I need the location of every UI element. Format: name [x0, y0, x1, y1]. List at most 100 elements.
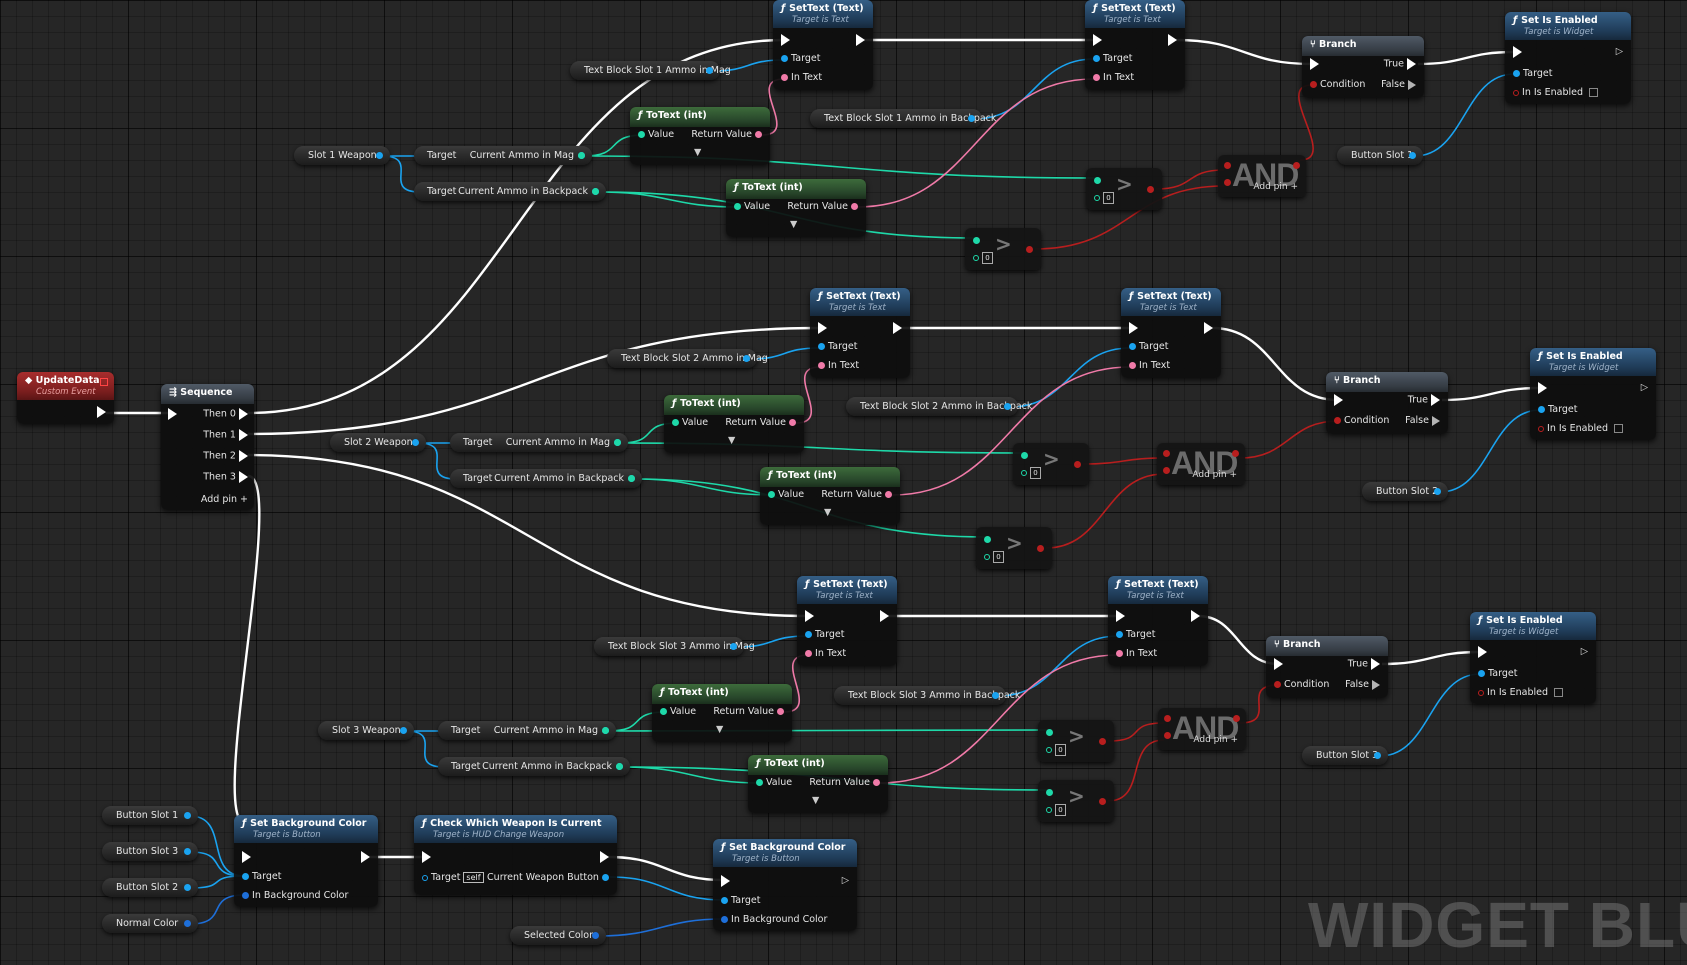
getter-selected-color[interactable]: Selected Color	[510, 926, 606, 945]
settext-exec-out[interactable]	[1191, 610, 1200, 623]
totext-return-pin[interactable]: Return Value	[691, 129, 762, 141]
setenabled-exec-out[interactable]: ▷	[1640, 382, 1648, 393]
setenabled-enabled-pin[interactable]: In Is Enabled	[1478, 687, 1564, 699]
enabled-checkbox[interactable]	[1614, 424, 1624, 433]
settext-exec-in[interactable]	[818, 322, 827, 335]
sequence-then-0[interactable]: Then 0	[203, 408, 248, 421]
setenabled-target-pin[interactable]: Target	[1513, 68, 1552, 80]
getter-normal-color[interactable]: Normal Color	[102, 914, 198, 933]
settext-target-pin[interactable]: Target	[781, 53, 820, 65]
branch-false-pin[interactable]: False	[1345, 679, 1380, 691]
setbg-exec-in[interactable]	[242, 851, 251, 864]
setbg-exec-out[interactable]	[361, 851, 370, 864]
setenabled-enabled-pin[interactable]: In Is Enabled	[1538, 423, 1624, 435]
getter-tb2-mag[interactable]: Text Block Slot 2 Ammo in Mag	[607, 349, 768, 368]
settext-exec-out[interactable]	[1168, 34, 1177, 47]
settext-target-pin[interactable]: Target	[805, 629, 844, 641]
totext-expand-icon[interactable]: ▼	[716, 724, 724, 735]
totext-value-pin[interactable]: Value	[672, 417, 708, 429]
sequence-exec-in[interactable]	[168, 408, 177, 421]
branch-exec-in[interactable]	[1274, 658, 1283, 671]
branch-true-pin[interactable]: True	[1348, 658, 1380, 671]
settext-exec-out[interactable]	[1204, 322, 1213, 335]
setenabled-exec-out[interactable]: ▷	[1580, 646, 1588, 657]
totext-expand-icon[interactable]: ▼	[728, 435, 736, 446]
check-out-pin[interactable]: Current Weapon Button	[487, 872, 609, 884]
setenabled-exec-in[interactable]	[1538, 382, 1547, 395]
settext-exec-in[interactable]	[1116, 610, 1125, 623]
sequence-node[interactable]: ⇶ Sequence Then 0 Then 1 Then 2 Then 3 A…	[161, 384, 254, 510]
settext-exec-in[interactable]	[1129, 322, 1138, 335]
totext-value-pin[interactable]: Value	[734, 201, 770, 213]
branch-node-slot1[interactable]: ⑂ Branch True Condition False	[1302, 36, 1424, 98]
settext-exec-out[interactable]	[893, 322, 902, 335]
totext-value-pin[interactable]: Value	[638, 129, 674, 141]
settext-intext-pin[interactable]: In Text	[1116, 648, 1157, 660]
settext-target-pin[interactable]: Target	[818, 341, 857, 353]
branch-false-pin[interactable]: False	[1381, 79, 1416, 91]
greater-compare-node-slot2-mag[interactable]: 0 >	[1013, 443, 1089, 485]
sequence-then-2[interactable]: Then 2	[203, 450, 248, 463]
and-node-slot1[interactable]: AND Add pin +	[1218, 155, 1306, 197]
greater-compare-node-slot1-mag[interactable]: 0 >	[1086, 168, 1162, 210]
branch-true-pin[interactable]: True	[1408, 394, 1440, 407]
settext-exec-in[interactable]	[1093, 34, 1102, 47]
settext-target-pin[interactable]: Target	[1093, 53, 1132, 65]
setenabled-exec-out[interactable]: ▷	[1615, 46, 1623, 57]
getter-button-slot1[interactable]: Button Slot 1	[1337, 146, 1423, 165]
totext-return-pin[interactable]: Return Value	[787, 201, 858, 213]
greater-compare-node-slot1-backpack[interactable]: 0 >	[965, 228, 1041, 270]
branch-exec-in[interactable]	[1310, 58, 1319, 71]
check-exec-out[interactable]	[600, 851, 609, 864]
settext-intext-pin[interactable]: In Text	[781, 72, 822, 84]
and-node-slot3[interactable]: AND Add pin +	[1158, 708, 1246, 750]
getter-tb3-mag[interactable]: Text Block Slot 3 Ammo in Mag	[594, 637, 755, 656]
sequence-then-1[interactable]: Then 1	[203, 429, 248, 442]
sequence-then-3[interactable]: Then 3	[203, 471, 248, 484]
getter-button-slot3[interactable]: Button Slot 3	[1302, 746, 1388, 765]
getter-bottom-button-slot1[interactable]: Button Slot 1	[102, 806, 198, 825]
setbg-color-pin[interactable]: In Background Color	[242, 890, 348, 902]
settext-exec-out[interactable]	[856, 34, 865, 47]
enabled-checkbox[interactable]	[1589, 88, 1599, 97]
totext-value-pin[interactable]: Value	[660, 706, 696, 718]
enabled-checkbox[interactable]	[1554, 688, 1564, 697]
branch-false-pin[interactable]: False	[1405, 415, 1440, 427]
totext-expand-icon[interactable]: ▼	[790, 219, 798, 230]
greater-compare-node-slot3-backpack[interactable]: 0 >	[1038, 780, 1114, 822]
greater-compare-node-slot3-mag[interactable]: 0 >	[1038, 720, 1114, 762]
setbg-target-pin[interactable]: Target	[242, 871, 281, 883]
totext-value-pin[interactable]: Value	[768, 489, 804, 501]
settext-exec-out[interactable]	[880, 610, 889, 623]
and-add-pin[interactable]: Add pin +	[1253, 182, 1298, 192]
branch-exec-in[interactable]	[1334, 394, 1343, 407]
totext-value-pin[interactable]: Value	[756, 777, 792, 789]
getter-tb2-backpack[interactable]: Text Block Slot 2 Ammo in Backpack	[846, 397, 1032, 416]
branch-condition-pin[interactable]: Condition	[1334, 415, 1389, 427]
totext-expand-icon[interactable]: ▼	[812, 795, 820, 806]
settext-intext-pin[interactable]: In Text	[818, 360, 859, 372]
settext-target-pin[interactable]: Target	[1129, 341, 1168, 353]
setbg2-color-pin[interactable]: In Background Color	[721, 914, 827, 926]
